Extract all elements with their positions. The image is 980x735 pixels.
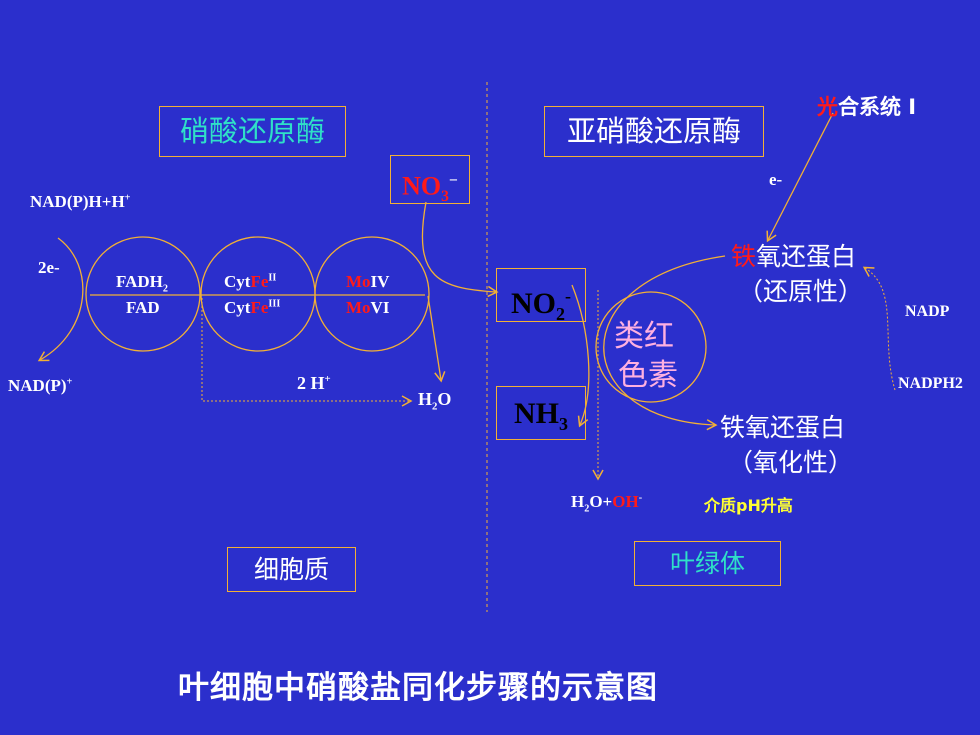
siroheme-circle [595, 291, 707, 403]
ph-rise-note: 介质pH升高 [704, 496, 793, 515]
photosystem-arrow [766, 112, 834, 243]
electron-label: e- [769, 170, 783, 189]
cyt-fe3-label: CytFeIII [224, 298, 281, 317]
nitrite-to-ammonia-arrow [571, 284, 590, 428]
siroheme-label-line2: 色素 [618, 358, 678, 393]
ferredoxin-reduced-label: 铁氧还蛋白 [731, 242, 857, 271]
nadph-input-label: NAD(P)H+H+ [30, 192, 131, 211]
mo-iv-label: MoIV [346, 272, 390, 291]
nitrate-reductase-text: 硝酸还原酶 [179, 114, 325, 148]
ferredoxin-cycle-arc [603, 255, 726, 431]
ferredoxin-reduced-state: （还原性） [738, 277, 864, 306]
proton-label: 2 H+ [297, 373, 331, 393]
cyt-fe2-label: CytFeII [224, 272, 277, 291]
fadh2-label: FADH2 [116, 272, 168, 295]
chloroplast-label: 叶绿体 [634, 541, 781, 586]
nadph2-label: NADPH2 [898, 375, 963, 392]
nitrate-to-nitrite-arrow [421, 201, 499, 298]
water-label: H2O [418, 389, 452, 413]
fad-circle [85, 236, 201, 352]
photosystem-label: 光合系统 I [817, 95, 917, 119]
nadp-output-label: NAD(P)+ [8, 376, 73, 395]
siroheme-label-line1: 类红 [614, 319, 674, 354]
water-hydroxide-label: H2O+OH- [571, 492, 643, 515]
nitrate-box: NO3− [390, 155, 470, 205]
ferredoxin-oxidized-state: （氧化性） [728, 448, 854, 477]
mo-vi-label: MoVI [346, 298, 390, 317]
ammonia-box: NH3 [496, 386, 586, 440]
cyt-fe-circle [200, 236, 316, 352]
nitrite-reductase-label: 亚硝酸还原酶 [544, 106, 764, 157]
nadph-regeneration-arrow [862, 266, 896, 391]
nadph-arc-arrow [37, 237, 84, 362]
nitrite-box: NO2- [496, 268, 586, 324]
fad-label: FAD [126, 298, 160, 317]
ferredoxin-oxidized-label: 铁氧还蛋白 [720, 413, 846, 442]
cytoplasm-label: 细胞质 [227, 547, 356, 592]
water-arrow [427, 295, 446, 383]
proton-path-dotted [201, 298, 413, 407]
two-electron-label: 2e- [38, 258, 60, 277]
mo-circle [314, 236, 430, 352]
diagram-title: 叶细胞中硝酸盐同化步骤的示意图 [178, 670, 658, 706]
nadp-label: NADP [905, 303, 950, 320]
nitrate-reductase-label: 硝酸还原酶 [159, 106, 346, 157]
